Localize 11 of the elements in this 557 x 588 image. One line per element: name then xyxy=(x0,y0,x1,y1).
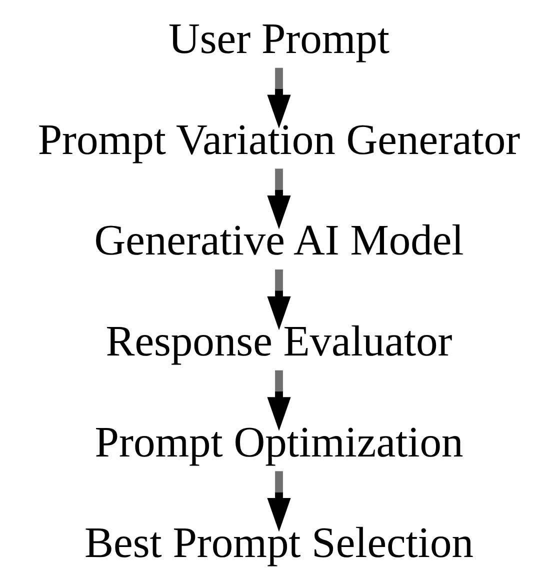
arrow xyxy=(266,270,290,330)
node-text: User Prompt xyxy=(168,14,390,63)
arrow xyxy=(266,370,290,431)
arrow xyxy=(266,68,290,128)
node-text: Generative AI Model xyxy=(94,216,464,265)
node-text: Response Evaluator xyxy=(105,317,452,366)
node-text: Prompt Optimization xyxy=(94,418,463,466)
node-text: Best Prompt Selection xyxy=(84,519,473,568)
arrow xyxy=(266,471,290,532)
arrow xyxy=(266,168,290,230)
node-text: Prompt Variation Generator xyxy=(37,116,520,164)
